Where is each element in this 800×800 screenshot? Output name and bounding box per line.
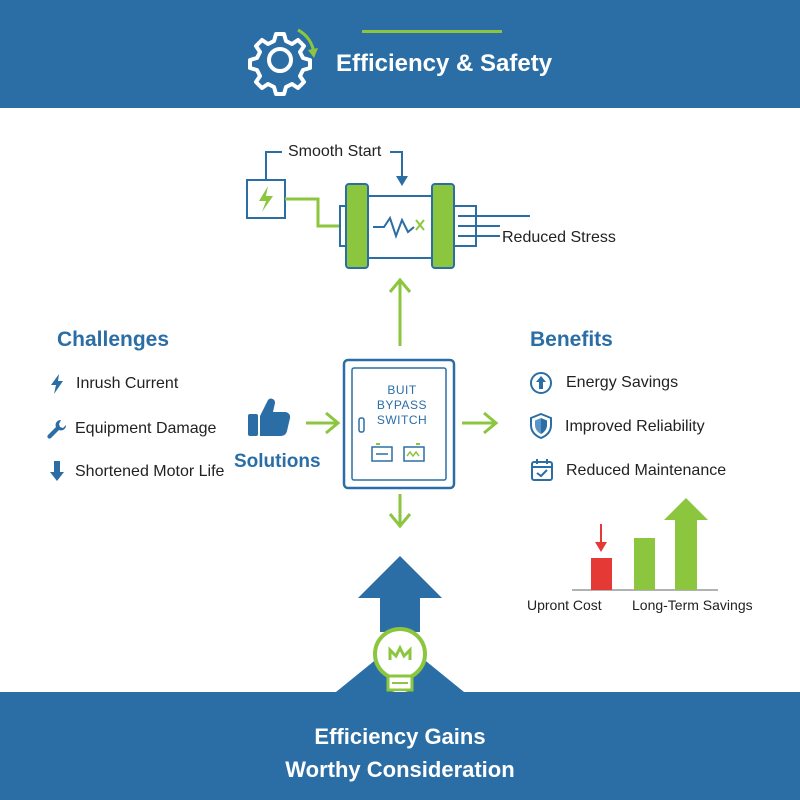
arrow-down-icon xyxy=(50,461,64,481)
challenge-item-motor-life: Shortened Motor Life xyxy=(75,463,225,480)
bypass-switch-box xyxy=(342,358,456,490)
arrow-solutions-to-switch xyxy=(306,411,341,435)
upfront-down-arrow xyxy=(595,524,607,552)
savings-bar-arrow xyxy=(664,498,708,590)
lightning-icon xyxy=(51,374,63,394)
arrow-to-motor xyxy=(388,277,412,346)
big-up-arrow xyxy=(358,556,442,632)
smooth-start-arrowhead xyxy=(396,176,408,186)
thumbs-up-icon xyxy=(248,398,291,437)
savings-bar-small xyxy=(634,538,655,590)
solutions-label: Solutions xyxy=(234,451,321,472)
motor-icon xyxy=(339,183,477,269)
arrow-below-switch xyxy=(388,494,412,529)
footer-line-2: Worthy Consideration xyxy=(285,757,515,782)
challenge-item-inrush: Inrush Current xyxy=(76,375,179,392)
benefit-item-maintenance: Reduced Maintenance xyxy=(566,462,727,479)
start-connector-line xyxy=(265,151,282,180)
wrench-icon xyxy=(47,419,67,439)
stress-lines xyxy=(458,215,530,237)
header-banner: Efficiency & Safety xyxy=(0,0,800,108)
smooth-start-arrow xyxy=(390,151,403,180)
page-title: Efficiency & Safety xyxy=(336,50,553,77)
benefits-title: Benefits xyxy=(530,328,613,351)
long-term-savings-label: Long-Term Savings xyxy=(632,597,753,613)
footer-line-1: Efficiency Gains xyxy=(314,724,486,749)
upfront-cost-label: Upront Cost xyxy=(527,597,602,613)
smooth-start-label: Smooth Start xyxy=(288,143,382,160)
cost-comparison-chart xyxy=(572,498,718,591)
switch-label-line1: BUIT xyxy=(387,383,417,397)
footer-banner: Efficiency Gains Worthy Consideration xyxy=(0,692,800,800)
benefit-item-reliability: Improved Reliability xyxy=(565,418,705,435)
gear-icon xyxy=(248,28,318,96)
challenge-item-damage: Equipment Damage xyxy=(75,420,217,437)
upfront-cost-bar xyxy=(591,558,612,590)
shield-icon xyxy=(530,413,552,439)
reduced-stress-label: Reduced Stress xyxy=(502,229,616,246)
arrow-up-circle-icon xyxy=(530,372,552,394)
calendar-check-icon xyxy=(531,459,553,481)
header-accent-line xyxy=(362,30,502,33)
switch-label-line3: SWITCH xyxy=(376,413,428,427)
power-source-icon xyxy=(246,179,286,219)
arrow-switch-to-benefits xyxy=(462,411,499,435)
benefit-item-energy: Energy Savings xyxy=(566,374,679,391)
power-feed-line xyxy=(285,197,340,228)
challenges-title: Challenges xyxy=(57,328,170,351)
lightbulb-icon xyxy=(373,627,427,697)
switch-label-line2: BYPASS xyxy=(376,398,428,412)
